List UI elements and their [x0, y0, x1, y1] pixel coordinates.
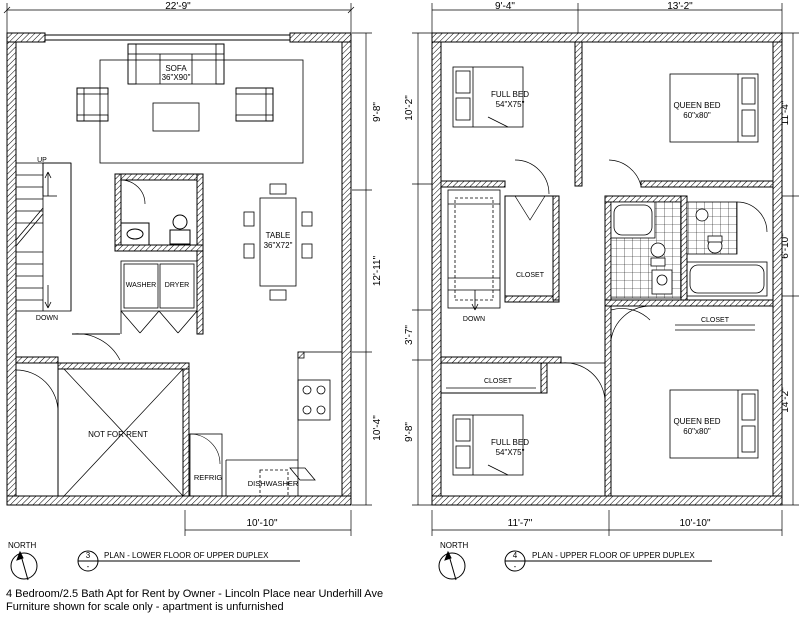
- lower-dishwasher-label: DISHWASHER: [248, 479, 299, 488]
- lower-plan-bubble: [77, 550, 300, 572]
- lower-armchairs: [76, 87, 274, 132]
- upper-closet-bed3-label: CLOSET: [484, 378, 513, 385]
- lower-up-label: UP: [37, 157, 47, 164]
- upper-queen-bed-1-size: 60"x80": [683, 111, 711, 120]
- lower-plan-dash: -: [87, 562, 90, 571]
- lower-kitchen: [189, 351, 343, 497]
- upper-full-bed-1-size: 54"X75": [496, 100, 525, 109]
- lower-plan-title: PLAN - LOWER FLOOR OF UPPER DUPLEX: [104, 551, 269, 560]
- upper-stair-closet: [504, 159, 642, 303]
- upper-plan-number: 4: [513, 551, 518, 560]
- lower-dim-bottom: [184, 510, 352, 536]
- lower-dim-right-2: 12'-11": [372, 255, 383, 286]
- upper-dim-top: [431, 3, 783, 36]
- lower-partitions: [15, 333, 121, 364]
- upper-dim-top-left: 9'-4": [495, 1, 515, 12]
- upper-bathroom: [610, 201, 768, 299]
- upper-queen-bed-1: [669, 73, 759, 143]
- lower-table-size: 36"X72": [264, 241, 293, 250]
- caption-line-1: 4 Bedroom/2.5 Bath Apt for Rent by Owner…: [6, 588, 384, 600]
- upper-dim-right-2: 6'-10": [780, 233, 791, 259]
- lower-dim-top: [3, 3, 355, 36]
- lower-sofa-size: 36"X90": [162, 73, 191, 82]
- upper-dim-left-3: 9'-8": [404, 422, 415, 442]
- upper-plan-bubble: [504, 550, 712, 572]
- lower-refrig-label: REFRIG: [194, 473, 223, 482]
- lower-rug: [99, 59, 304, 164]
- upper-full-bed-2-label: FULL BED: [491, 438, 529, 447]
- upper-down-label: DOWN: [463, 316, 485, 323]
- lower-laundry: [120, 260, 198, 334]
- lower-exterior-walls: [6, 32, 352, 506]
- upper-exterior-walls: [431, 32, 783, 506]
- upper-stair: [447, 189, 501, 311]
- caption-line-2: Furniture shown for scale only - apartme…: [6, 601, 284, 613]
- lower-not-for-rent-label: NOT FOR RENT: [88, 430, 148, 439]
- upper-closet-bath-label: CLOSET: [701, 317, 730, 324]
- upper-dim-bottom-left: 11'-7": [508, 518, 533, 529]
- lower-dim-right-1: 9'-8": [372, 102, 383, 122]
- upper-plan-dash: -: [514, 562, 517, 571]
- upper-dim-bottom: [431, 510, 783, 536]
- upper-bath-closet: [610, 308, 755, 331]
- lower-washer-label: WASHER: [126, 282, 156, 289]
- upper-bed3-closet: [440, 362, 548, 394]
- upper-full-bed-1-label: FULL BED: [491, 90, 529, 99]
- upper-plan-title: PLAN - UPPER FLOOR OF UPPER DUPLEX: [532, 551, 695, 560]
- upper-dim-right-3: 14'-2": [780, 387, 791, 413]
- lower-stair: [15, 162, 72, 312]
- upper-interior-walls: [440, 41, 774, 497]
- upper-queen-bed-1-label: QUEEN BED: [673, 101, 720, 110]
- upper-dim-right: [782, 32, 799, 506]
- upper-dim-right-1: 11'-4": [780, 100, 791, 125]
- upper-north-arrow: [438, 550, 466, 581]
- lower-down-label: DOWN: [36, 315, 58, 322]
- upper-north-label: NORTH: [440, 541, 469, 550]
- upper-queen-bed-2-size: 60"x80": [683, 427, 711, 436]
- lower-table: [243, 183, 313, 301]
- lower-dim-right-3: 10'-4": [372, 415, 383, 441]
- upper-full-bed-2-size: 54"X75": [496, 448, 525, 457]
- lower-dryer-label: DRYER: [165, 282, 189, 289]
- upper-full-bed-2: [452, 414, 524, 476]
- lower-dim-right: [352, 32, 372, 506]
- lower-table-label: TABLE: [266, 231, 291, 240]
- upper-full-bed-1: [452, 66, 524, 128]
- upper-floor-plan: 9'-4" 13'-2" 10'-2" 3'-7" 9'-8" 11'-4" 6…: [404, 1, 799, 581]
- lower-not-for-rent: [15, 362, 190, 497]
- upper-dim-left: [412, 32, 432, 506]
- lower-north-arrow: [10, 550, 38, 581]
- upper-queen-bed-2-label: QUEEN BED: [673, 417, 720, 426]
- upper-queen-bed-2: [669, 389, 759, 459]
- lower-sofa: [127, 43, 225, 85]
- upper-closet-stair-label: CLOSET: [516, 272, 545, 279]
- upper-dim-left-1: 10'-2": [404, 95, 415, 121]
- lower-dim-top-label: 22'-9": [165, 1, 191, 12]
- lower-plan-number: 3: [86, 551, 91, 560]
- upper-dim-bottom-right: 10'-10": [679, 518, 710, 529]
- lower-sofa-label: SOFA: [165, 64, 187, 73]
- upper-dim-top-right: 13'-2": [667, 1, 693, 12]
- upper-door-swings: [560, 305, 651, 401]
- lower-dim-bottom-label: 10'-10": [246, 518, 277, 529]
- lower-floor-plan: 22'-9" 9'-8" 12'-11" 10'-4" 10'-10": [3, 1, 383, 581]
- lower-powder-room: [114, 173, 204, 335]
- upper-dim-left-2: 3'-7": [404, 325, 415, 345]
- lower-north-label: NORTH: [8, 541, 37, 550]
